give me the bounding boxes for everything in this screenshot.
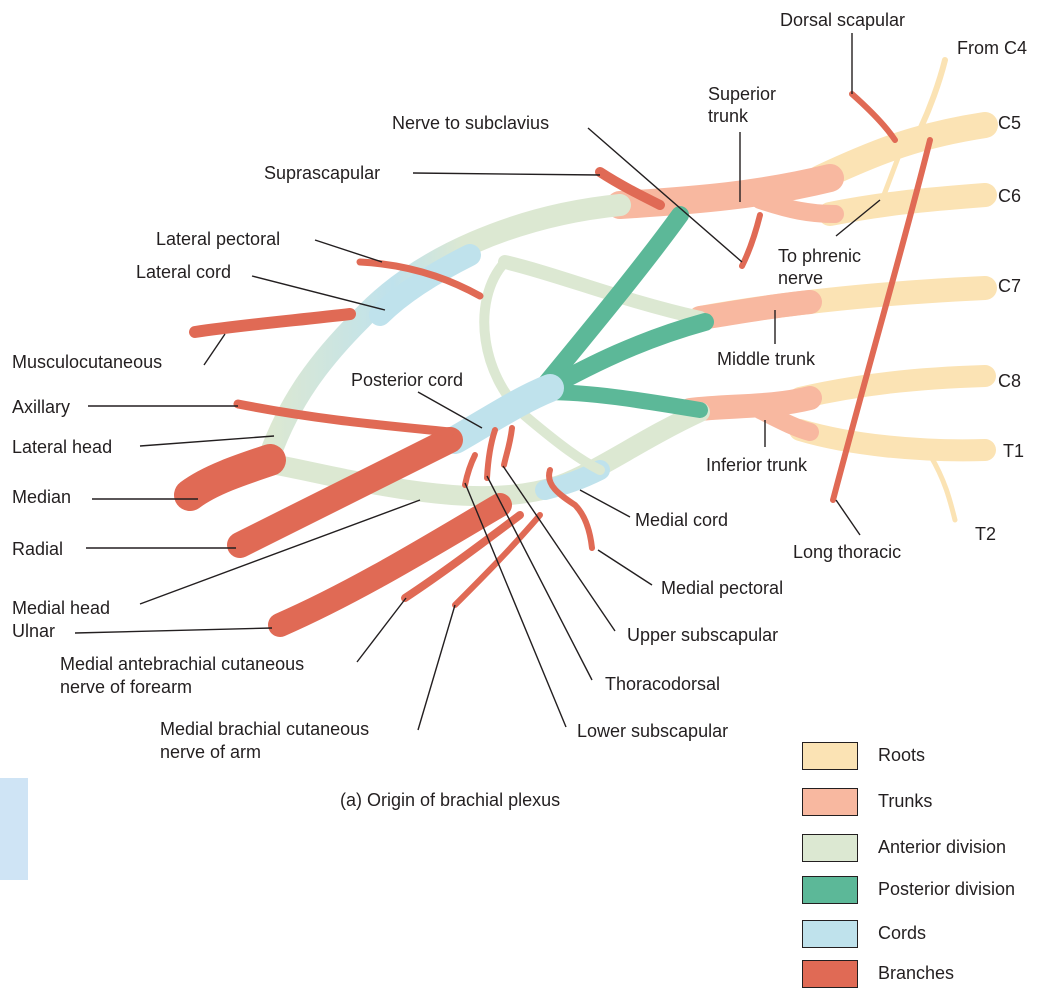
label-medial-brachial-2: nerve of arm <box>160 742 262 762</box>
legend-label-posterior-division: Posterior division <box>878 879 1016 899</box>
label-c7: C7 <box>998 276 1022 296</box>
label-t2: T2 <box>975 524 997 544</box>
dorsal-scapular-nerve <box>849 91 898 143</box>
label-ulnar: Ulnar <box>12 621 56 641</box>
label-musculocutaneous: Musculocutaneous <box>12 352 163 372</box>
side-panel-fragment <box>0 778 28 880</box>
legend-label-trunks: Trunks <box>878 791 933 811</box>
label-medial-cord: Medial cord <box>635 510 729 530</box>
label-medial-brachial-1: Medial brachial cutaneous <box>160 719 370 739</box>
root-from-c4 <box>912 57 948 143</box>
label-lower-subscapular: Lower subscapular <box>577 721 729 741</box>
label-axillary: Axillary <box>12 397 71 417</box>
label-superior-trunk-1: Superior <box>708 84 777 104</box>
medial-brachial-nerve <box>452 512 543 608</box>
long-thoracic-nerve <box>830 137 933 503</box>
thoracodorsal-nerve <box>484 427 498 481</box>
legend-label-cords: Cords <box>878 923 927 943</box>
median-nerve <box>174 444 286 511</box>
label-to-phrenic-1: To phrenic <box>778 246 862 266</box>
anterior-middle <box>498 255 707 325</box>
label-upper-subscapular: Upper subscapular <box>627 625 779 645</box>
root-t1 <box>789 419 996 462</box>
label-t1: T1 <box>1003 441 1025 461</box>
root-c8 <box>789 365 996 409</box>
legend-swatch-trunks <box>802 788 858 816</box>
label-medial-head: Medial head <box>12 598 111 618</box>
legend-label-branches: Branches <box>878 963 955 983</box>
label-thoracodorsal: Thoracodorsal <box>605 674 721 694</box>
radial-nerve <box>227 427 463 558</box>
label-superior-trunk-2: trunk <box>708 106 749 126</box>
legend-label-anterior-division: Anterior division <box>878 837 1007 857</box>
legend-swatch-posterior-division <box>802 876 858 904</box>
legend-swatch-roots <box>802 742 858 770</box>
lateral-pectoral-nerve <box>356 258 484 300</box>
label-inferior-trunk: Inferior trunk <box>706 455 808 475</box>
label-posterior-cord: Posterior cord <box>351 370 464 390</box>
label-lateral-cord: Lateral cord <box>136 262 232 282</box>
posterior-div-inferior <box>537 384 708 418</box>
medial-cord <box>240 402 710 507</box>
label-lateral-pectoral: Lateral pectoral <box>156 229 281 249</box>
label-radial: Radial <box>12 539 64 559</box>
label-dorsal-scapular: Dorsal scapular <box>780 10 906 30</box>
label-from-c4: From C4 <box>957 38 1028 58</box>
legend-label-roots: Roots <box>878 745 926 765</box>
upper-subscapular-nerve <box>501 425 515 468</box>
axillary-nerve <box>233 399 455 437</box>
medial-pectoral-nerve <box>546 467 595 551</box>
label-medial-antebrachial-2: nerve of forearm <box>60 677 193 697</box>
label-c8: C8 <box>998 371 1022 391</box>
label-middle-trunk: Middle trunk <box>717 349 816 369</box>
root-t2 <box>927 452 958 523</box>
label-nerve-to-subclavius: Nerve to subclavius <box>392 113 550 133</box>
label-medial-pectoral: Medial pectoral <box>661 578 784 598</box>
label-to-phrenic-2: nerve <box>778 268 824 288</box>
root-c6 <box>818 183 997 226</box>
legend-swatch-anterior-division <box>802 834 858 862</box>
superior-trunk-c6 <box>751 191 844 223</box>
label-suprascapular: Suprascapular <box>264 163 381 183</box>
label-long-thoracic: Long thoracic <box>793 542 902 562</box>
branches <box>174 91 933 637</box>
legend-swatch-cords <box>802 920 858 948</box>
label-c6: C6 <box>998 186 1022 206</box>
suprascapular-nerve <box>595 167 665 210</box>
middle-trunk-shape <box>688 290 822 330</box>
lower-subscapular-nerve <box>462 452 478 488</box>
roots <box>688 57 998 523</box>
leader-lines <box>74 33 881 731</box>
legend-swatch-branches <box>802 960 858 988</box>
musculocutaneous-nerve <box>189 308 356 338</box>
label-lateral-head: Lateral head <box>12 437 113 457</box>
posterior-cord <box>441 374 564 454</box>
phrenic-contrib <box>877 137 908 208</box>
subclavius-nerve <box>739 212 763 269</box>
posterior-div-superior <box>536 206 689 394</box>
ulnar-nerve <box>268 493 512 637</box>
lateral-cord-blue <box>369 244 481 326</box>
label-c5: C5 <box>998 113 1022 133</box>
diagram-caption: (a) Origin of brachial plexus <box>340 790 561 810</box>
inferior-trunk-t1 <box>751 401 819 441</box>
label-medial-antebrachial-1: Medial antebrachial cutaneous <box>60 654 305 674</box>
medial-antebrachial-nerve <box>401 511 524 602</box>
label-median: Median <box>12 487 72 507</box>
